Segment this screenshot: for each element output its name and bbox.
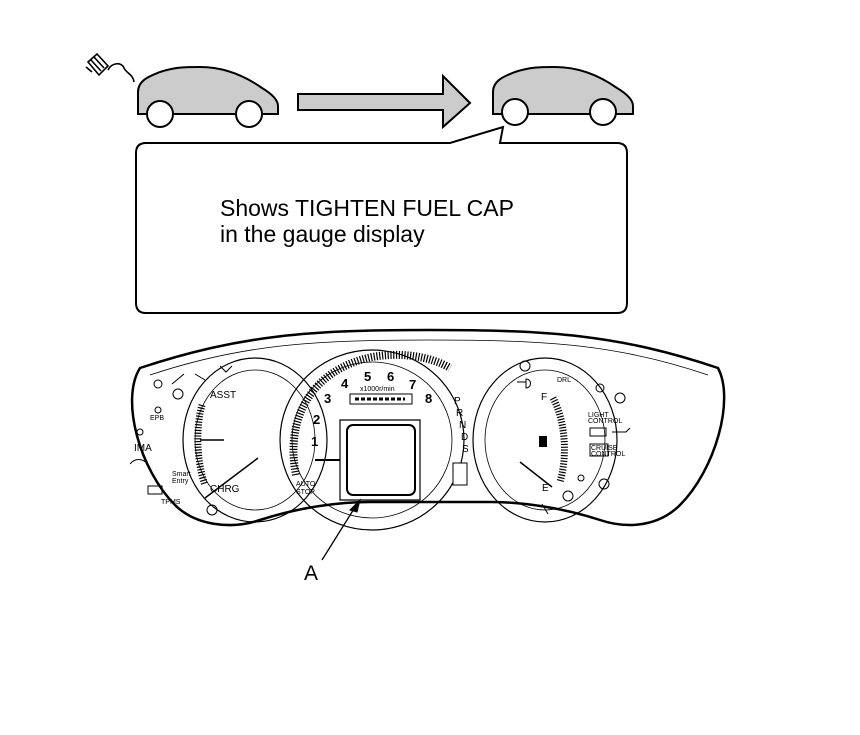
traction-icon [219, 365, 233, 373]
wrench-icon [171, 373, 185, 385]
engine-icon [136, 428, 144, 436]
warning-triangle-icon [614, 392, 626, 404]
low-fuel-warning-icon [519, 360, 531, 372]
gauge-display-screen [346, 424, 416, 496]
instrument-cluster-icon: ASST CHRG 1 2 3 4 5 6 7 8 x1000r/min AUT… [129, 328, 726, 531]
light-control-label-2: CONTROL [588, 418, 622, 425]
cluster-housing [130, 328, 726, 527]
tach-3: 3 [324, 391, 331, 406]
tach-7: 7 [409, 377, 416, 392]
battery-icon [147, 485, 163, 495]
gear-s: S [462, 444, 469, 455]
arrow-right-icon [297, 73, 472, 130]
brake-icon [172, 388, 184, 400]
right-indicator-lamps [517, 360, 631, 515]
callout-line-2: in the gauge display [220, 221, 425, 247]
light-control-label-1: LIGHT [588, 412, 609, 419]
security-icon [541, 503, 549, 515]
tach-numbers: 1 2 3 4 5 6 7 8 [311, 369, 432, 449]
fuel-cap-icon [85, 52, 135, 83]
fuel-full-label: F [541, 392, 547, 403]
epb-label: EPB [150, 415, 164, 422]
tach-1: 1 [311, 434, 318, 449]
auto-stop-label-2: STOP [296, 489, 315, 496]
drl-label: DRL [557, 377, 571, 384]
fuel-pump-icon [539, 436, 547, 447]
fuel-empty-label: E [542, 483, 549, 494]
pointer-arrow-icon [321, 498, 361, 561]
left-warning-lamps [129, 365, 233, 516]
assist-charge-gauge [182, 357, 328, 523]
smart-entry-label-2: Entry [172, 478, 189, 485]
tach-6: 6 [387, 369, 394, 384]
smart-entry-label-1: Smart [172, 471, 191, 478]
cruise-main-icon [589, 427, 607, 437]
oil-icon [129, 459, 149, 465]
callout-box [135, 125, 628, 314]
gear-n: N [459, 420, 466, 431]
car-after-icon [492, 65, 634, 126]
cruise-control-label-1: CRUISE [591, 445, 618, 452]
gear-d: D [461, 432, 468, 443]
auto-stop-label-1: AUTO [296, 481, 316, 488]
gear-p: P [454, 396, 461, 407]
seatbelt-icon [153, 379, 163, 389]
tach-4: 4 [341, 376, 349, 391]
car-before-icon [137, 65, 279, 128]
door-open-icon [612, 427, 631, 433]
tach-2: 2 [313, 412, 320, 427]
callout-label-a: A [304, 562, 318, 585]
srs-icon [154, 406, 162, 414]
cruise-control-box [589, 443, 609, 457]
ima-label: IMA [134, 443, 152, 454]
assist-label: ASST [210, 390, 236, 401]
fog-light-icon [595, 383, 605, 393]
cruise-control-label-2: CONTROL [591, 451, 625, 458]
gear-r: R [456, 408, 463, 419]
parking-icon [562, 490, 574, 502]
gear-indicator: P R N D S [454, 396, 469, 455]
charge-label: CHRG [210, 484, 240, 495]
manual-mode-icon [452, 462, 468, 486]
key-icon [577, 474, 585, 482]
vsa-icon [194, 373, 206, 381]
high-beam-icon [517, 378, 531, 389]
tach-unit: x1000r/min [360, 386, 395, 393]
tpms-icon [206, 504, 218, 516]
callout-line-1: Shows TIGHTEN FUEL CAP [220, 195, 514, 221]
fuel-gauge [472, 357, 618, 523]
tpms-label: TPMS [161, 499, 181, 506]
tach-5: 5 [364, 369, 371, 384]
tach-8: 8 [425, 391, 432, 406]
tire-pressure-icon [598, 478, 610, 490]
